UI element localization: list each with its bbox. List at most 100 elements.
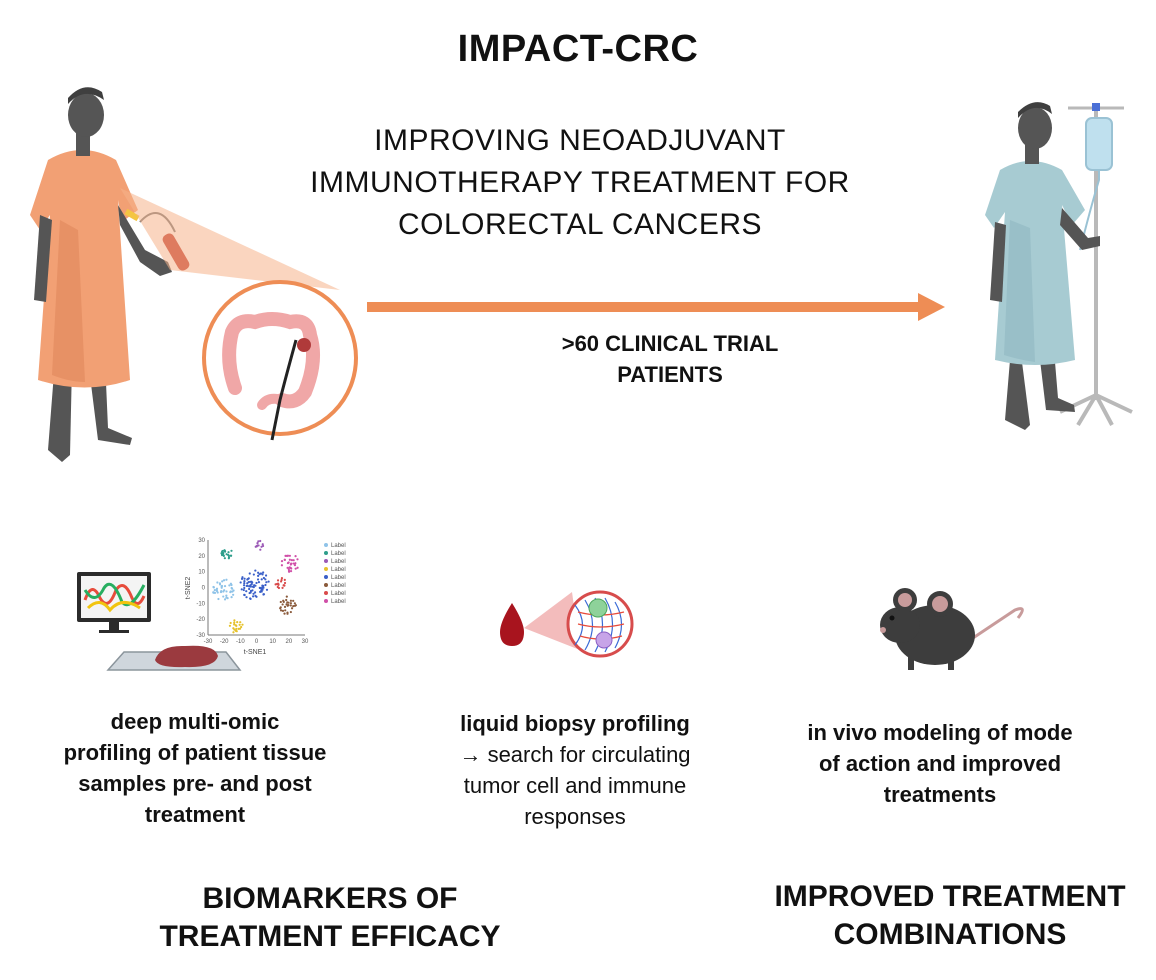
subtitle-line-1: IMPROVING NEOADJUVANT [374, 124, 786, 157]
tsne-point [231, 590, 234, 593]
tsne-point [220, 590, 223, 593]
tsne-point [294, 555, 297, 558]
tsne-point [293, 564, 297, 567]
tsne-point [264, 583, 267, 587]
tsne-point [290, 607, 294, 610]
patient-orange-figure [30, 87, 190, 462]
tsne-point [213, 589, 216, 592]
tsne-point [279, 607, 282, 610]
tsne-point [283, 581, 287, 585]
tsne-legend-label: Label [331, 559, 346, 565]
tsne-point [220, 584, 224, 588]
tsne-legend-swatch [324, 599, 328, 603]
tsne-point [282, 599, 285, 602]
tsne-point [232, 593, 235, 596]
tsne-ytick: 10 [198, 570, 205, 576]
tsne-point [283, 578, 286, 581]
invivo-line-3: treatments [883, 782, 997, 807]
tsne-point [251, 581, 254, 584]
patient-blue-figure [985, 102, 1133, 430]
tsne-point [262, 593, 265, 596]
tsne-point [287, 601, 290, 604]
tsne-point [254, 594, 257, 597]
tsne-point [222, 554, 225, 557]
tsne-legend-label: Label [331, 567, 346, 573]
tsne-point [287, 570, 291, 573]
tsne-point [222, 590, 225, 593]
tsne-point [222, 552, 225, 556]
tsne-point [288, 554, 291, 557]
tsne-point [227, 554, 231, 557]
tsne-point [225, 594, 228, 597]
tsne-point [258, 586, 262, 589]
tsne-point [257, 574, 260, 577]
tsne-xtick: -20 [220, 639, 229, 645]
tsne-point [256, 578, 260, 581]
tsne-point [255, 544, 258, 548]
tsne-point [261, 544, 265, 548]
tsne-point [274, 583, 277, 586]
tsne-point [252, 592, 255, 595]
tsne-point [221, 580, 224, 583]
magnifier-beam [120, 188, 340, 290]
tsne-point [227, 556, 231, 559]
tsne-legend-label: Label [331, 599, 346, 605]
tsne-point [216, 591, 219, 594]
tsne-legend-swatch [324, 575, 328, 579]
tsne-xtick: -30 [204, 639, 213, 645]
biomarkers-line-2: TREATMENT EFFICACY [159, 920, 501, 953]
tsne-point [289, 610, 292, 614]
tsne-point [286, 554, 290, 557]
tsne-point [261, 573, 264, 576]
trial-arrow [367, 293, 945, 321]
tsne-legend-swatch [324, 591, 328, 595]
tsne-point [281, 609, 285, 613]
tsne-xlabel: t-SNE1 [244, 649, 267, 656]
tsne-point [239, 581, 242, 584]
subtitle: IMPROVING NEOADJUVANT IMMUNOTHERAPY TREA… [270, 120, 890, 246]
tsne-point [262, 571, 265, 574]
tsne-point [296, 558, 299, 561]
invivo-line-2: of action and improved [818, 751, 1062, 776]
tsne-point [241, 576, 244, 579]
tsne-point [243, 582, 246, 585]
tsne-point [230, 596, 233, 599]
tsne-point [235, 627, 238, 631]
tsne-point [283, 605, 287, 608]
tsne-legend-swatch [324, 559, 328, 563]
tsne-point [256, 541, 259, 545]
tsne-xtick: -10 [236, 639, 245, 645]
tsne-point [243, 586, 246, 590]
mouse-icon [880, 588, 1024, 670]
tsne-point [239, 621, 242, 624]
tsne-point [254, 569, 257, 572]
tsne-point [288, 558, 291, 561]
tsne-point [240, 588, 243, 591]
tsne-point [222, 579, 226, 582]
tsne-point [228, 624, 232, 627]
trial-line-1: >60 CLINICAL TRIAL [561, 331, 779, 356]
tsne-legend-swatch [324, 567, 328, 571]
liquid-biopsy-text: liquid biopsy profiling → search for cir… [405, 708, 745, 832]
tsne-point [294, 567, 297, 570]
tsne-point [236, 620, 239, 624]
tsne-point [281, 586, 284, 589]
tsne-point [261, 588, 264, 591]
liquid-line-4: responses [524, 804, 626, 829]
tsne-point [283, 584, 286, 587]
tsne-point [253, 591, 257, 594]
tsne-point [289, 602, 293, 605]
tsne-point [285, 598, 288, 602]
tsne-point [249, 580, 252, 583]
tsne-point [290, 559, 293, 562]
tsne-point [285, 603, 288, 606]
tsne-point [234, 629, 237, 632]
tsne-point [232, 631, 235, 634]
tsne-point [279, 580, 283, 583]
tsne-point [286, 611, 289, 614]
tsne-point [233, 621, 236, 624]
tsne-point [252, 595, 255, 598]
tsne-point [280, 560, 284, 563]
tsne-point [286, 561, 290, 565]
tsne-point [289, 570, 293, 573]
